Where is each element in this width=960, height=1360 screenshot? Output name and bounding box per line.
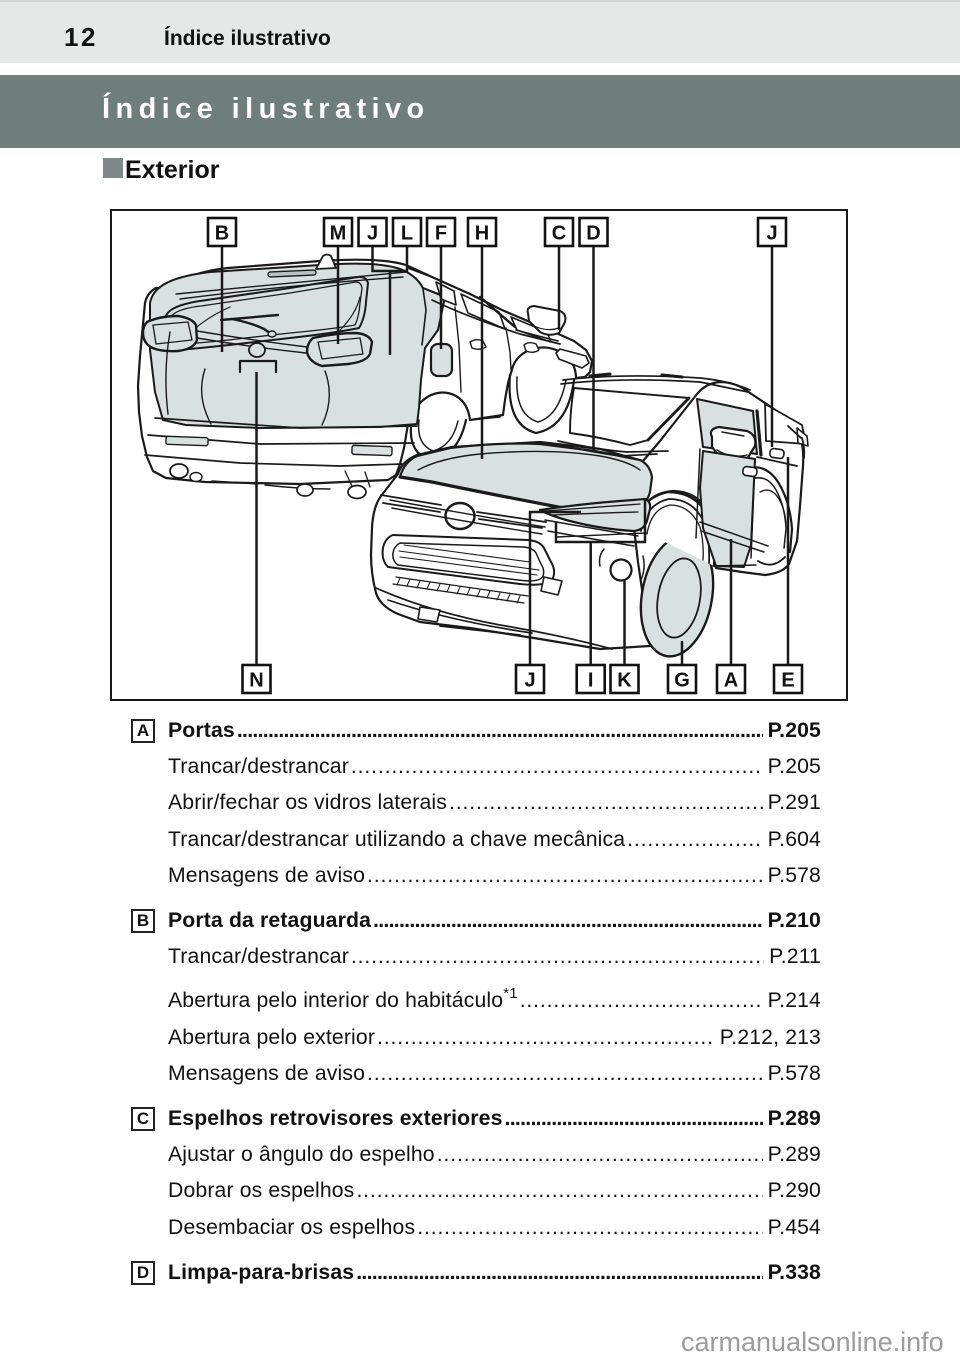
svg-text:B: B [215,223,229,245]
svg-text:L: L [401,223,413,245]
svg-text:I: I [588,670,594,692]
svg-text:J: J [367,223,378,245]
svg-text:G: G [674,670,690,692]
svg-text:K: K [617,670,632,692]
svg-text:C: C [552,223,566,245]
svg-text:N: N [249,670,263,692]
svg-text:H: H [475,223,489,245]
svg-text:M: M [330,223,347,245]
svg-text:F: F [435,223,447,245]
svg-text:E: E [781,670,794,692]
svg-text:D: D [586,223,600,245]
svg-text:J: J [524,670,535,692]
svg-text:A: A [724,670,738,692]
svg-text:J: J [766,223,777,245]
